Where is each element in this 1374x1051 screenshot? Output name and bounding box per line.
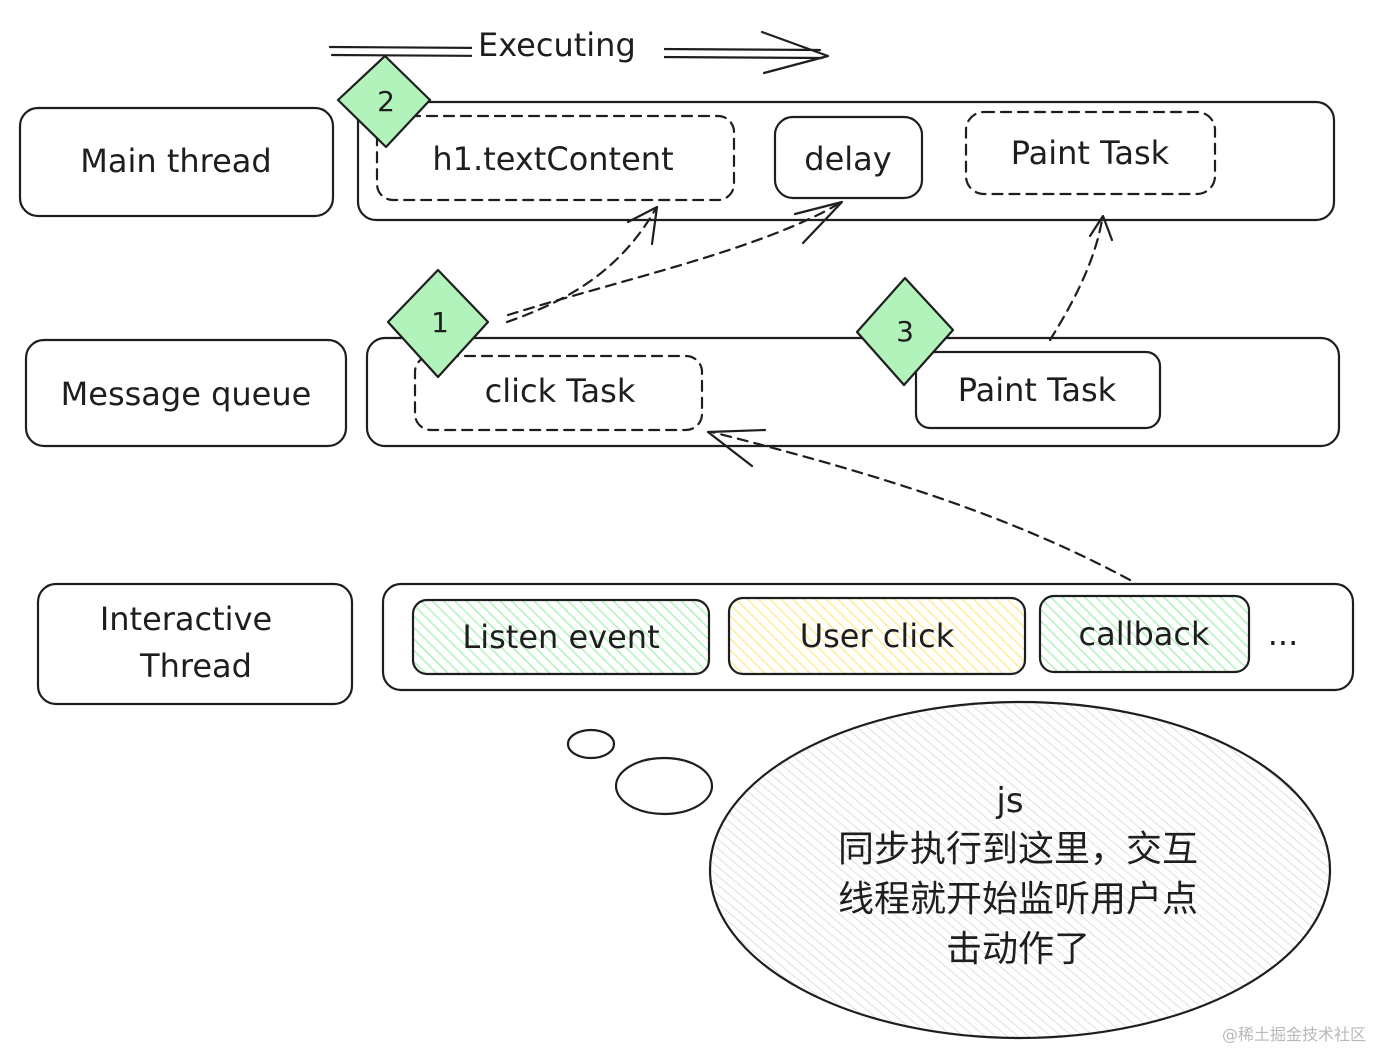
arrow-paint-to-paint-head — [1088, 214, 1114, 242]
interactive-thread-row: Interactive Thread Listen event User cli… — [36, 582, 1355, 706]
task-click — [413, 354, 704, 432]
task-paint-main — [964, 110, 1217, 196]
task-paint-main-label: Paint Task — [1011, 134, 1170, 172]
badge-1: 1 — [386, 268, 490, 379]
task-callback-label: callback — [1078, 615, 1210, 653]
task-h1-textcontent — [375, 114, 736, 202]
task-listen-event — [411, 598, 711, 676]
badge-2: 2 — [336, 54, 432, 149]
interactive-thread-label-line1: Interactive — [100, 600, 272, 638]
main-thread-label: Main thread — [80, 142, 271, 180]
arrow-click-to-delay-head — [793, 200, 844, 245]
task-paint-queue — [914, 350, 1162, 430]
watermark: @稀土掘金技术社区 — [1221, 1025, 1366, 1044]
message-queue-lane — [365, 336, 1341, 448]
badge-1-label: 1 — [431, 306, 449, 339]
message-queue-label-box — [24, 338, 348, 448]
arrow-paint-to-paint — [1048, 218, 1104, 342]
main-thread-lane — [356, 100, 1336, 222]
task-delay — [773, 115, 924, 200]
task-click-label: click Task — [485, 372, 636, 410]
bubble-line-3: 击动作了 — [946, 929, 1090, 970]
bubble-line-1: 同步执行到这里，交互 — [838, 829, 1198, 870]
task-h1-textcontent-label: h1.textContent — [432, 140, 673, 178]
task-listen-event-label: Listen event — [462, 618, 659, 656]
arrow-click-to-h1 — [505, 208, 657, 324]
task-user-click-label: User click — [800, 617, 955, 655]
thought-bubble: js 同步执行到这里，交互 线程就开始监听用户点 击动作了 — [566, 700, 1332, 1040]
badge-3: 3 — [855, 276, 955, 387]
badge-3-label: 3 — [896, 315, 914, 348]
main-thread-label-box — [18, 106, 335, 218]
task-callback — [1038, 594, 1251, 674]
bubble-title: js — [995, 781, 1023, 821]
message-queue-row: Message queue click Task Paint Task — [24, 336, 1341, 448]
thought-dot-small — [566, 728, 616, 760]
arrow-interactive-to-click — [710, 430, 1132, 582]
task-user-click — [727, 596, 1027, 676]
interactive-thread-label-box — [36, 582, 354, 706]
task-delay-label: delay — [804, 140, 891, 178]
message-queue-label: Message queue — [61, 375, 312, 413]
badge-2-label: 2 — [377, 85, 395, 118]
arrow-interactive-to-click-head — [706, 428, 767, 468]
executing-label: Executing — [478, 26, 636, 64]
thought-dot-medium — [614, 756, 714, 816]
executing-arrow: Executing — [328, 26, 830, 75]
interactive-thread-lane — [381, 582, 1355, 692]
more-ellipsis: ... — [1268, 615, 1299, 653]
speech-cloud — [708, 700, 1332, 1040]
flow-arrows — [505, 200, 1132, 582]
main-thread-row: Main thread h1.textContent delay Paint T… — [18, 100, 1336, 222]
arrow-click-to-h1-head — [626, 205, 659, 246]
bubble-line-2: 线程就开始监听用户点 — [838, 879, 1198, 920]
task-paint-queue-label: Paint Task — [958, 371, 1117, 409]
interactive-thread-label-line2: Thread — [139, 647, 252, 685]
arrow-click-to-delay — [506, 201, 842, 317]
